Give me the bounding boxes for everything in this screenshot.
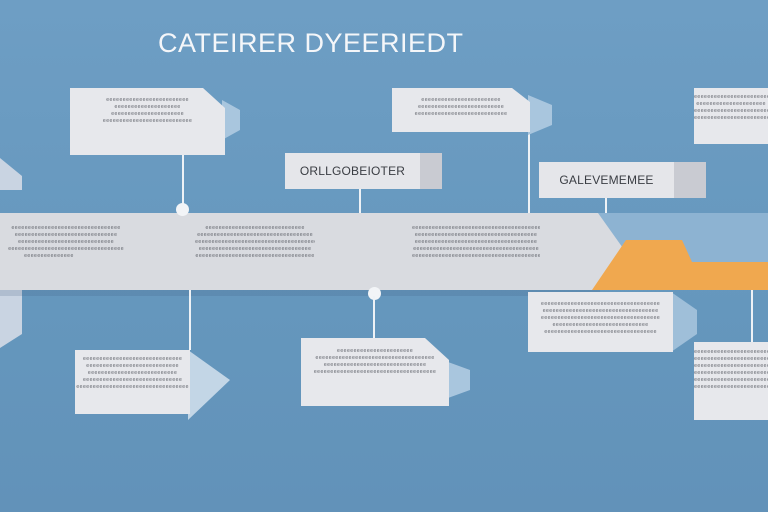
band-text-line: eeeeeeeeeeeeeeeeeeeeeeeeeeeeeeeeeeeee [414, 239, 538, 245]
connector-bottom-mid [373, 296, 375, 338]
connector-top-mid [359, 189, 361, 213]
label-center: ORLLGOBEIOTER [285, 153, 420, 189]
card-line: eeeeeeeeeeeeeeeeeeeeeeeeeeee [86, 363, 179, 369]
connector-top-mid-right [528, 130, 530, 213]
card-fold [448, 362, 470, 398]
card-line: eeeeeeeeeeeeeeeeeeeeeeeeeeeeeeeeeeee [315, 355, 435, 361]
connector-top-left [182, 150, 184, 210]
card-line: eeeeeeeeeeeeeeeeeeeeeeeeeeeeeee [694, 370, 768, 376]
card-line: eeeeeeeeeeeeeeeeeeeeeeeeeeee [694, 94, 768, 100]
card-line: eeeeeeeeeeeeeeeeeeeeeeeeeeeee [694, 384, 768, 390]
connector-bottom-right [751, 290, 753, 342]
band-text-line: eeeeeeeeeeeeeeeeeeeeeeeeeeeeee [205, 225, 305, 231]
card-bottom-mid: eeeeeeeeeeeeeeeeeeeeeee eeeeeeeeeeeeeeee… [301, 338, 449, 406]
band-text-line: eeeeeeeeeeeeeeeeeeeeeeeeeeeeeeeeeeeeee [413, 246, 539, 252]
band-text-line: eeeeeeeeeeeeeeeeeeeeeeeeeeeeeeeeeeeeeeee… [412, 225, 540, 231]
card-line: eeeeeeeeeeeeeeeeeeeeeeeeeeeeeee [323, 362, 427, 368]
band-text-col1: eeeeeeeeeeeeeeeeeeeeeeeeeeeeeeeee eeeeee… [6, 225, 126, 260]
card-line: eeeeeeeeeeeeeeeeeeeeeeeeeee [102, 118, 193, 124]
band-text-line: eeeeeeeeeeeeeeeeeeeeeeeeeeeeeee [14, 232, 118, 238]
diagram-title: CATEIRER DYEERIEDT [158, 28, 464, 58]
band-text-line: eeeeeeeeeeeeeeeeeeeeeeeeeeeeeeeeeeeeeeee… [412, 253, 540, 259]
card-line: eeeeeeeeeeeeeeeeeeeeeeeeeeeeeeeeeee [542, 308, 659, 314]
card-top-left: eeeeeeeeeeeeeeeeeeeeeeeee eeeeeeeeeeeeee… [70, 88, 225, 155]
left-edge-tab-top [0, 158, 22, 190]
connector-label-right [605, 197, 607, 213]
label-box-side [674, 162, 706, 198]
connector-dot-top-left [176, 203, 189, 216]
band-shadow [0, 290, 600, 296]
card-line: eeeeeeeeeeeeeeeeeeeee [696, 101, 766, 107]
card-line: eeeeeeeeeeeeeeeeeeeeee [111, 111, 184, 117]
band-text-line: eeeeeeeeeeeeeeeeeeeeeeeeeeeeeeeeeee [197, 232, 313, 238]
card-line: eeeeeeeeeeeeeeeeeeeeeee [336, 348, 414, 354]
card-line: eeeeeeeeeeeeeeeeeeeeeeeeeeeeeeee [694, 349, 768, 355]
band-text-line: eeeeeeeeeeeeeeeeeeeeeeeeeeeeeeeeeee [8, 246, 124, 252]
card-line: eeeeeeeeeeeeeeeeeeeeeeeeeeeeeeeeeeeee [313, 369, 437, 375]
card-line: eeeeeeeeeeeeeeeeeeeeeeeeee [417, 104, 505, 110]
left-edge-tab-bottom [0, 290, 22, 348]
card-fold [222, 100, 240, 140]
card-line: eeeeeeeeeeeeeeeeeeeeeeee [694, 115, 768, 121]
card-line: eeeeeeeeeeeeeeeeeeeeeeeeeeeeeeeeee [76, 384, 189, 390]
card-line: eeeeeeeeeeeeeeeeeeeeeeeeeeeeee [694, 377, 768, 383]
card-line: eeeeeeeeeeeeeeeeeeeeeeeeeeeeeee [694, 363, 768, 369]
card-line: eeeeeeeeeeeeeeeeeeeeeeeeeeee [414, 111, 508, 117]
card-line: eeeeeeeeeeeeeeeeeeeeeeeeeee [87, 370, 178, 376]
band-text-line: eeeeeeeeeeeeeeeeeeeeeeeeeeeeeeeeeeee [195, 253, 315, 259]
band-text-line: eeeeeeeeeeeeeeeeeeeeeeeeeeeee [18, 239, 114, 245]
card-line: eeeeeeeeeeeeeeeeeeeeeeeeeeeeeeeeeeee [540, 315, 661, 321]
label-right: GALEVEMEMEE [539, 162, 674, 198]
timeline-band [0, 213, 625, 290]
card-line: eeeeeeeeeeeeeeeeeeeeeeeee [106, 97, 189, 103]
band-text-line: eeeeeeeeeeeeeeeeeeeeeeeeeeeeeeeee [11, 225, 121, 231]
card-line: eeeeeeeeeeeeeeeeeeeeeeeeeeeeeeeeeeee [540, 301, 661, 307]
band-text-line: eeeeeeeeeeeeeeeeeeeeeeeeeeeeeeeeeeeee [195, 239, 315, 245]
card-line: eeeeeeeeeeeeeeeeeeeeeeeeeeeeee [82, 356, 183, 362]
card-top-mid: eeeeeeeeeeeeeeeeeeeeeeee eeeeeeeeeeeeeee… [392, 88, 530, 132]
band-text-line: eeeeeeeeeeeeeeeeeeeeeeeeeeeeeeeeee [198, 246, 312, 252]
card-right-mid: eeeeeeeeeeeeeeeeeeeeeeeeeeeeeeeeeeee eee… [528, 292, 673, 352]
connector-dot-bottom-mid [368, 287, 381, 300]
label-box-side [420, 153, 442, 189]
card-fold [528, 95, 552, 135]
card-line: eeeeeeeeeeeeeeeeeeeeeeeeeeeeee [82, 377, 183, 383]
band-text-line: eeeeeeeeeeeeeee [24, 253, 74, 259]
card-line: eeeeeeeeeeeeeeeeeeee [114, 104, 181, 110]
card-line: eeeeeeeeeeeeeeeeeeeeeeeeeee [694, 108, 768, 114]
connector-bottom-left [189, 290, 191, 350]
card-bottom-left: eeeeeeeeeeeeeeeeeeeeeeeeeeeeee eeeeeeeee… [75, 350, 190, 414]
card-line: eeeeeeeeeeeeeeeeeeeeeeeeeeeee [552, 322, 649, 328]
card-fold [188, 350, 230, 420]
card-line: eeeeeeeeeeeeeeeeeeeeeeee [421, 97, 501, 103]
band-text-line: eeeeeeeeeeeeeeeeeeeeeeeeeeeeeeeeeeeee [414, 232, 538, 238]
band-text-col2: eeeeeeeeeeeeeeeeeeeeeeeeeeeeee eeeeeeeee… [195, 225, 315, 260]
card-line: eeeeeeeeeeeeeeeeeeeeeeeeee [694, 356, 768, 362]
card-line: eeeeeeeeeeeeeeeeeeeeeeeeeeeeeeeeee [544, 329, 657, 335]
